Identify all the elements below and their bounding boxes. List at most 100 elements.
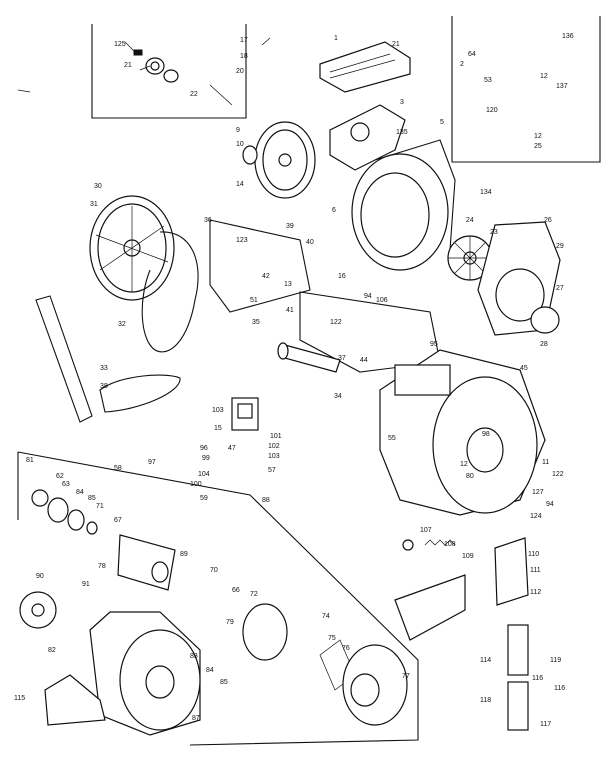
part-label: 135 [396, 129, 408, 136]
part-label: 42 [262, 273, 270, 280]
shaft-part [277, 342, 341, 373]
part-label: 79 [226, 619, 234, 626]
motor-base-panel [17, 451, 419, 746]
part-label: 76 [342, 645, 350, 652]
part-label: 27 [556, 285, 564, 292]
part-label: 21 [392, 41, 400, 48]
part-label: 94 [364, 293, 372, 300]
part-label: 107 [420, 527, 432, 534]
part-label: 111 [530, 567, 541, 574]
part-label: 84 [206, 667, 214, 674]
part-label: 14 [236, 181, 244, 188]
part-label: 64 [468, 51, 476, 58]
part-label: 115 [14, 695, 25, 702]
part-label: 125 [114, 41, 126, 48]
part-label: 25 [534, 143, 542, 150]
part-label: 67 [114, 517, 122, 524]
part-label: 18 [240, 53, 248, 60]
part-label: 116 [554, 685, 565, 692]
part-label: 118 [480, 697, 491, 704]
part-label: 103 [268, 453, 280, 460]
part-label: 6 [332, 207, 336, 214]
drum-part [379, 349, 546, 516]
part-label: 83 [190, 653, 198, 660]
part-label: 45 [520, 365, 528, 372]
part-label: 78 [98, 563, 106, 570]
part-label: 12 [534, 133, 542, 140]
part-label: 26 [544, 217, 552, 224]
part-label: 41 [286, 307, 294, 314]
part-label: 91 [82, 581, 90, 588]
part-label: 103 [212, 407, 224, 414]
part-label: 89 [180, 551, 188, 558]
part-label: 57 [268, 467, 276, 474]
belt-part [35, 231, 199, 423]
part-label: 101 [270, 433, 282, 440]
part-label: 23 [490, 229, 498, 236]
large-pulley-part [89, 195, 175, 301]
inset-box-top-left [91, 24, 247, 119]
spring-part [402, 539, 456, 551]
part-label: 127 [532, 489, 544, 496]
part-label: 108 [444, 541, 456, 548]
small-pulley-part [242, 121, 316, 199]
part-label: 53 [484, 77, 492, 84]
part-label: 22 [190, 91, 198, 98]
part-label: 71 [96, 503, 104, 510]
part-label: 5 [440, 119, 444, 126]
part-label: 104 [198, 471, 210, 478]
part-label: 12 [540, 73, 548, 80]
part-label: 109 [462, 553, 474, 560]
part-label: 88 [262, 497, 270, 504]
part-label: 119 [550, 657, 561, 664]
part-label: 40 [306, 239, 314, 246]
inset-box-top-right [451, 16, 601, 163]
part-label: 98 [482, 431, 490, 438]
part-label: 29 [556, 243, 564, 250]
blower-housing-part [351, 139, 456, 271]
part-label: 28 [540, 341, 548, 348]
impeller-part [447, 235, 493, 281]
panel-part [394, 537, 529, 731]
part-label: 102 [268, 443, 280, 450]
part-label: 122 [330, 319, 342, 326]
part-label: 124 [530, 513, 542, 520]
part-label: 80 [466, 473, 474, 480]
part-label: 82 [48, 647, 56, 654]
housing-cover-part [477, 221, 561, 336]
part-label: 37 [338, 355, 346, 362]
part-label: 72 [250, 591, 258, 598]
part-label: 63 [62, 481, 70, 488]
part-label: 16 [338, 273, 346, 280]
part-label: 51 [250, 297, 258, 304]
part-label: 95 [430, 341, 438, 348]
part-label: 94 [546, 501, 554, 508]
part-label: 120 [486, 107, 498, 114]
part-label: 74 [322, 613, 330, 620]
part-label: 100 [190, 481, 202, 488]
part-label: 136 [562, 33, 574, 40]
base-plate-part [44, 674, 106, 726]
part-label: 30 [94, 183, 102, 190]
part-label: 33 [100, 365, 108, 372]
part-label: 66 [232, 587, 240, 594]
part-label: 117 [540, 721, 551, 728]
part-label: 75 [328, 635, 336, 642]
part-label: 58 [114, 465, 122, 472]
part-label: 36 [204, 217, 212, 224]
part-label: 134 [480, 189, 492, 196]
part-label: 3 [400, 99, 404, 106]
part-label: 35 [252, 319, 260, 326]
part-label: 1 [334, 35, 338, 42]
part-label: 110 [528, 551, 539, 558]
part-label: 122 [552, 471, 564, 478]
bearing-part [31, 489, 176, 591]
part-label: 99 [202, 455, 210, 462]
part-label: 32 [118, 321, 126, 328]
part-label: 90 [36, 573, 44, 580]
part-label: 85 [88, 495, 96, 502]
part-label: 116 [532, 675, 543, 682]
part-label: 10 [236, 141, 244, 148]
part-label: 77 [402, 673, 410, 680]
